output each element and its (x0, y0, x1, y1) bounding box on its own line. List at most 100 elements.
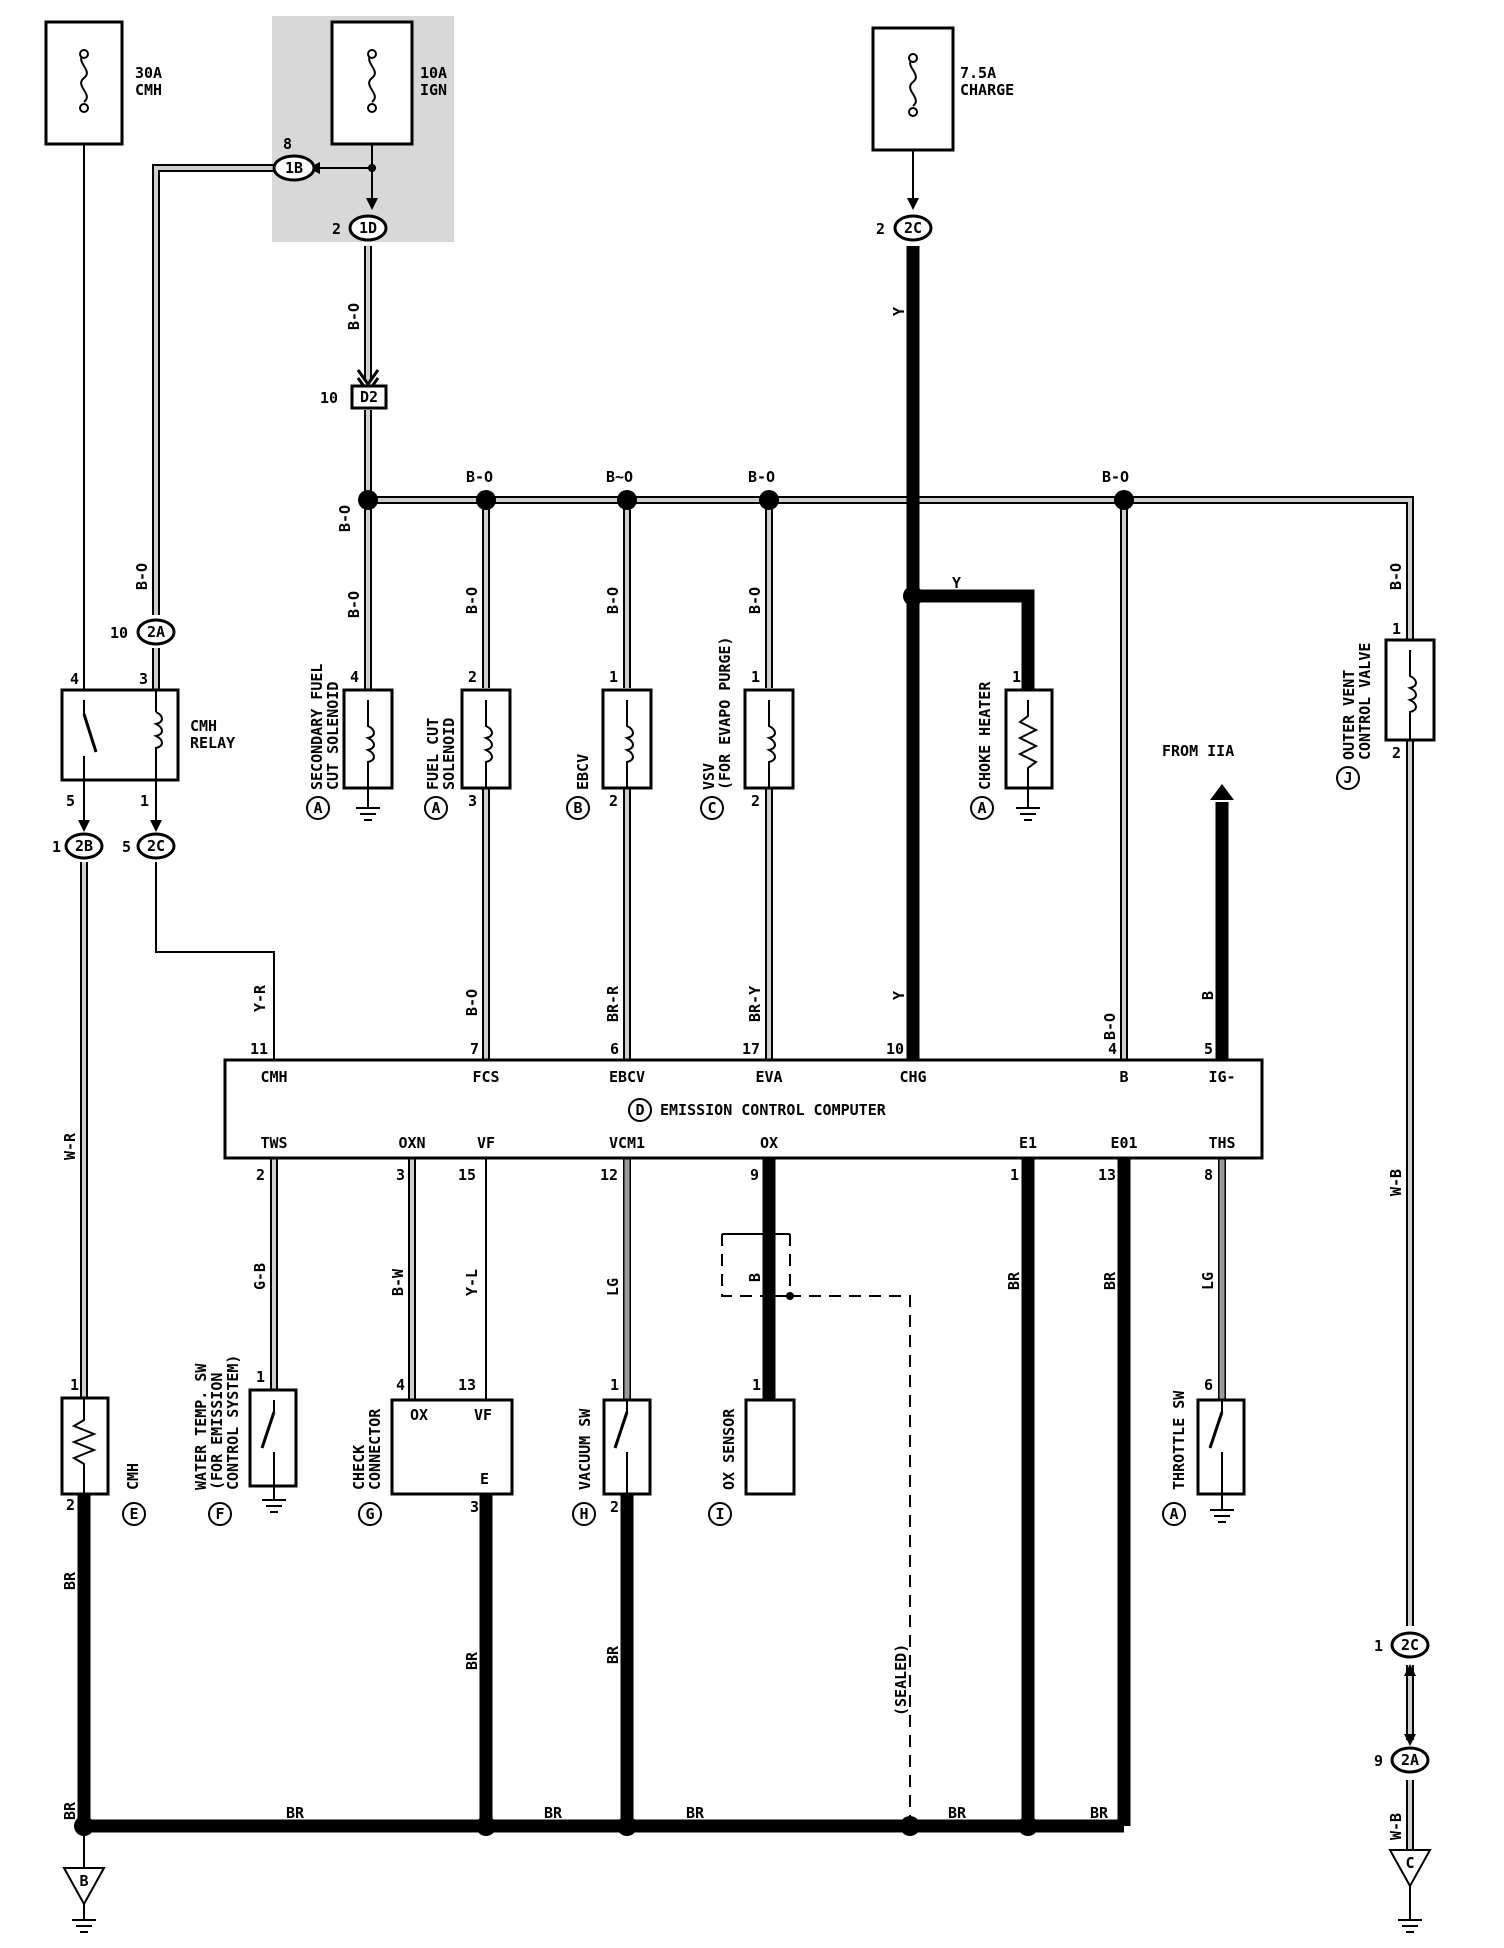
svg-text:(FOR EMISSION: (FOR EMISSION (208, 1373, 226, 1490)
svg-text:4: 4 (1108, 1040, 1117, 1058)
svg-text:1: 1 (70, 1376, 79, 1394)
connector-1d: 1D 2 (332, 214, 388, 242)
svg-text:BR-R: BR-R (604, 985, 622, 1022)
svg-text:7: 7 (470, 1040, 479, 1058)
check-connector: OX VF E 4 13 3 CHECK CONNECTOR G (350, 1376, 514, 1526)
svg-text:D2: D2 (360, 388, 378, 406)
svg-text:BR: BR (604, 1645, 622, 1664)
svg-text:17: 17 (742, 1040, 760, 1058)
from-iia-label: FROM IIA (1162, 742, 1234, 760)
cmh-heater: 1 2 CMH E (60, 1376, 146, 1526)
svg-text:VCM1: VCM1 (609, 1134, 645, 1152)
fuse-30a-name: CMH (135, 81, 162, 99)
svg-text:2: 2 (256, 1166, 265, 1184)
svg-text:E1: E1 (1019, 1134, 1037, 1152)
cmh-relay: 4 3 5 1 CMH RELAY (60, 670, 235, 810)
svg-text:J: J (1343, 769, 1352, 787)
ox-sensor: 1 OX SENSOR I (708, 1376, 796, 1526)
wire-labels: B-O B-O B-O B-O B~O B-O B-O B-O B-O B-O … (61, 303, 1405, 1840)
svg-text:1: 1 (52, 838, 61, 856)
svg-text:OX: OX (760, 1134, 778, 1152)
svg-text:F: F (215, 1505, 224, 1523)
svg-text:BR: BR (61, 1801, 79, 1820)
svg-text:2: 2 (609, 792, 618, 810)
svg-text:BR: BR (1090, 1804, 1109, 1822)
svg-text:4: 4 (350, 668, 359, 686)
svg-text:B-O: B-O (463, 587, 481, 614)
svg-text:15: 15 (458, 1166, 476, 1184)
water-temp-switch: 1 WATER TEMP. SW (FOR EMISSION CONTROL S… (192, 1355, 298, 1526)
svg-text:BR: BR (286, 1804, 305, 1822)
svg-text:3: 3 (396, 1166, 405, 1184)
svg-text:B: B (1199, 991, 1217, 1000)
sealed-shield (721, 1233, 911, 1826)
fuse-7.5a-charge: 7.5A CHARGE (871, 26, 1014, 152)
svg-text:THROTTLE SW: THROTTLE SW (1170, 1390, 1188, 1490)
svg-text:B-O: B-O (345, 591, 363, 618)
svg-text:10: 10 (110, 624, 128, 642)
svg-text:3: 3 (470, 1498, 479, 1516)
svg-text:TWS: TWS (260, 1134, 287, 1152)
svg-text:B: B (573, 799, 582, 817)
wire-bo-bus (368, 498, 1412, 640)
svg-text:B-O: B-O (336, 505, 354, 532)
svg-text:B-O: B-O (466, 468, 493, 486)
throttle-switch: 6 THROTTLE SW A (1162, 1376, 1246, 1526)
svg-text:EVA: EVA (755, 1068, 782, 1086)
connector-2b: 2B 1 (52, 832, 104, 860)
svg-text:CMH: CMH (124, 1463, 142, 1490)
svg-text:CHECK: CHECK (350, 1445, 368, 1490)
svg-text:1: 1 (140, 792, 149, 810)
fuel-cut-solenoid: 2 3 (460, 668, 512, 810)
svg-text:CONTROL VALVE: CONTROL VALVE (1356, 643, 1374, 760)
svg-text:VF: VF (474, 1406, 492, 1424)
svg-text:B-O: B-O (748, 468, 775, 486)
svg-text:W-R: W-R (61, 1132, 79, 1160)
svg-text:1: 1 (1012, 668, 1021, 686)
connector-2a-relay: 2A 10 (110, 618, 176, 646)
wire-choke-y (913, 589, 1035, 690)
svg-text:VSV: VSV (700, 763, 718, 790)
choke-heater: 1 (1004, 668, 1054, 821)
relay-label-1: CMH (190, 717, 217, 735)
svg-text:B-O: B-O (345, 303, 363, 330)
svg-text:BR: BR (463, 1651, 481, 1670)
svg-text:B: B (746, 1273, 764, 1282)
svg-text:B-O: B-O (746, 587, 764, 614)
svg-text:B-O: B-O (604, 587, 622, 614)
svg-text:BR: BR (1005, 1271, 1023, 1290)
ecu-pin-numbers: 11 7 6 17 10 4 5 2 3 15 12 9 1 13 8 (250, 1040, 1213, 1184)
wire-yr (155, 862, 275, 1060)
svg-text:EBCV: EBCV (574, 754, 592, 790)
svg-text:Y-R: Y-R (251, 984, 269, 1012)
svg-text:IG-: IG- (1208, 1068, 1235, 1086)
svg-text:BR: BR (544, 1804, 563, 1822)
svg-text:CHG: CHG (899, 1068, 926, 1086)
svg-text:1: 1 (1010, 1166, 1019, 1184)
svg-text:H: H (579, 1505, 588, 1523)
svg-text:CUT SOLENOID: CUT SOLENOID (324, 682, 342, 790)
svg-text:A: A (431, 799, 440, 817)
svg-text:OXN: OXN (398, 1134, 425, 1152)
svg-text:5: 5 (66, 792, 75, 810)
svg-text:12: 12 (600, 1166, 618, 1184)
svg-text:5: 5 (1204, 1040, 1213, 1058)
svg-text:1: 1 (610, 1376, 619, 1394)
svg-text:1D: 1D (359, 219, 377, 237)
location-markers-top: A A B C A J (306, 766, 1360, 820)
svg-text:CMH: CMH (260, 1068, 287, 1086)
svg-text:3: 3 (139, 670, 148, 688)
solenoid-labels: SECONDARY FUEL CUT SOLENOID FUEL CUT SOL… (308, 636, 1374, 790)
svg-text:1: 1 (256, 1368, 265, 1386)
connector-2a-bottom: 2A 9 (1374, 1746, 1430, 1774)
svg-text:2C: 2C (1401, 1636, 1419, 1654)
fuse-7.5a-name: CHARGE (960, 81, 1014, 99)
svg-text:G-B: G-B (251, 1263, 269, 1290)
svg-text:(FOR EVAPO PURGE): (FOR EVAPO PURGE) (716, 636, 734, 790)
svg-text:6: 6 (610, 1040, 619, 1058)
svg-text:9: 9 (750, 1166, 759, 1184)
svg-text:4: 4 (396, 1376, 405, 1394)
svg-text:B-W: B-W (389, 1268, 407, 1296)
svg-text:2A: 2A (147, 623, 165, 641)
